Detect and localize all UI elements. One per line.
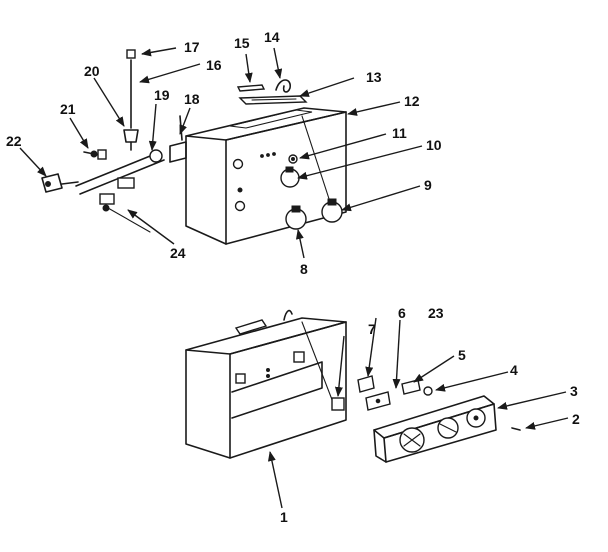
callout-20: 20	[84, 63, 100, 79]
callout-10: 10	[426, 137, 442, 153]
callout-1: 1	[280, 509, 288, 525]
callout-18: 18	[184, 91, 200, 107]
part-22-coupler	[41, 173, 79, 193]
control-knob-10	[280, 166, 300, 188]
callout-5: 5	[458, 347, 466, 363]
burner-control-housing	[185, 107, 347, 245]
callout-23: 23	[428, 305, 444, 321]
callout-13: 13	[366, 69, 382, 85]
part-23-plate	[365, 391, 391, 411]
callout-24: 24	[170, 245, 186, 261]
part-21-fitting	[83, 149, 107, 160]
part-5-switch	[401, 379, 421, 395]
outer-cabinet	[185, 309, 347, 459]
callout-16: 16	[206, 57, 222, 73]
callout-19: 19	[154, 87, 170, 103]
callout-7: 7	[368, 321, 376, 337]
part-19-manifold	[75, 149, 165, 195]
part-3-control-panel	[373, 395, 497, 463]
part-20-pilot-assembly	[123, 129, 139, 151]
callout-6: 6	[398, 305, 406, 321]
part-6-bracket	[357, 375, 375, 393]
callout-labels: 1 2 3 4 5 6 7 8 9 10 11 12 13 14 15 16 1…	[6, 29, 580, 525]
part-11-button	[288, 154, 298, 164]
part-15-strip	[236, 84, 266, 92]
callout-2: 2	[572, 411, 580, 427]
control-knob-9	[321, 198, 343, 223]
callout-9: 9	[424, 177, 432, 193]
part-2-screw	[511, 427, 521, 431]
part-24-igniter	[99, 193, 151, 233]
callout-22: 22	[6, 133, 22, 149]
part-4-knob	[423, 386, 433, 396]
leader-lines	[19, 47, 569, 509]
callout-11: 11	[392, 125, 407, 141]
callout-15: 15	[234, 35, 250, 51]
part-13-plate	[238, 95, 308, 105]
callout-3: 3	[570, 383, 578, 399]
callout-14: 14	[264, 29, 280, 45]
callout-8: 8	[300, 261, 308, 277]
part-14-wire	[275, 79, 291, 93]
callout-4: 4	[510, 362, 518, 378]
control-knob-8	[285, 205, 307, 230]
callout-17: 17	[184, 39, 200, 55]
callout-12: 12	[404, 93, 420, 109]
callout-21: 21	[60, 101, 76, 117]
part-16-thermocouple-tube	[126, 49, 136, 129]
